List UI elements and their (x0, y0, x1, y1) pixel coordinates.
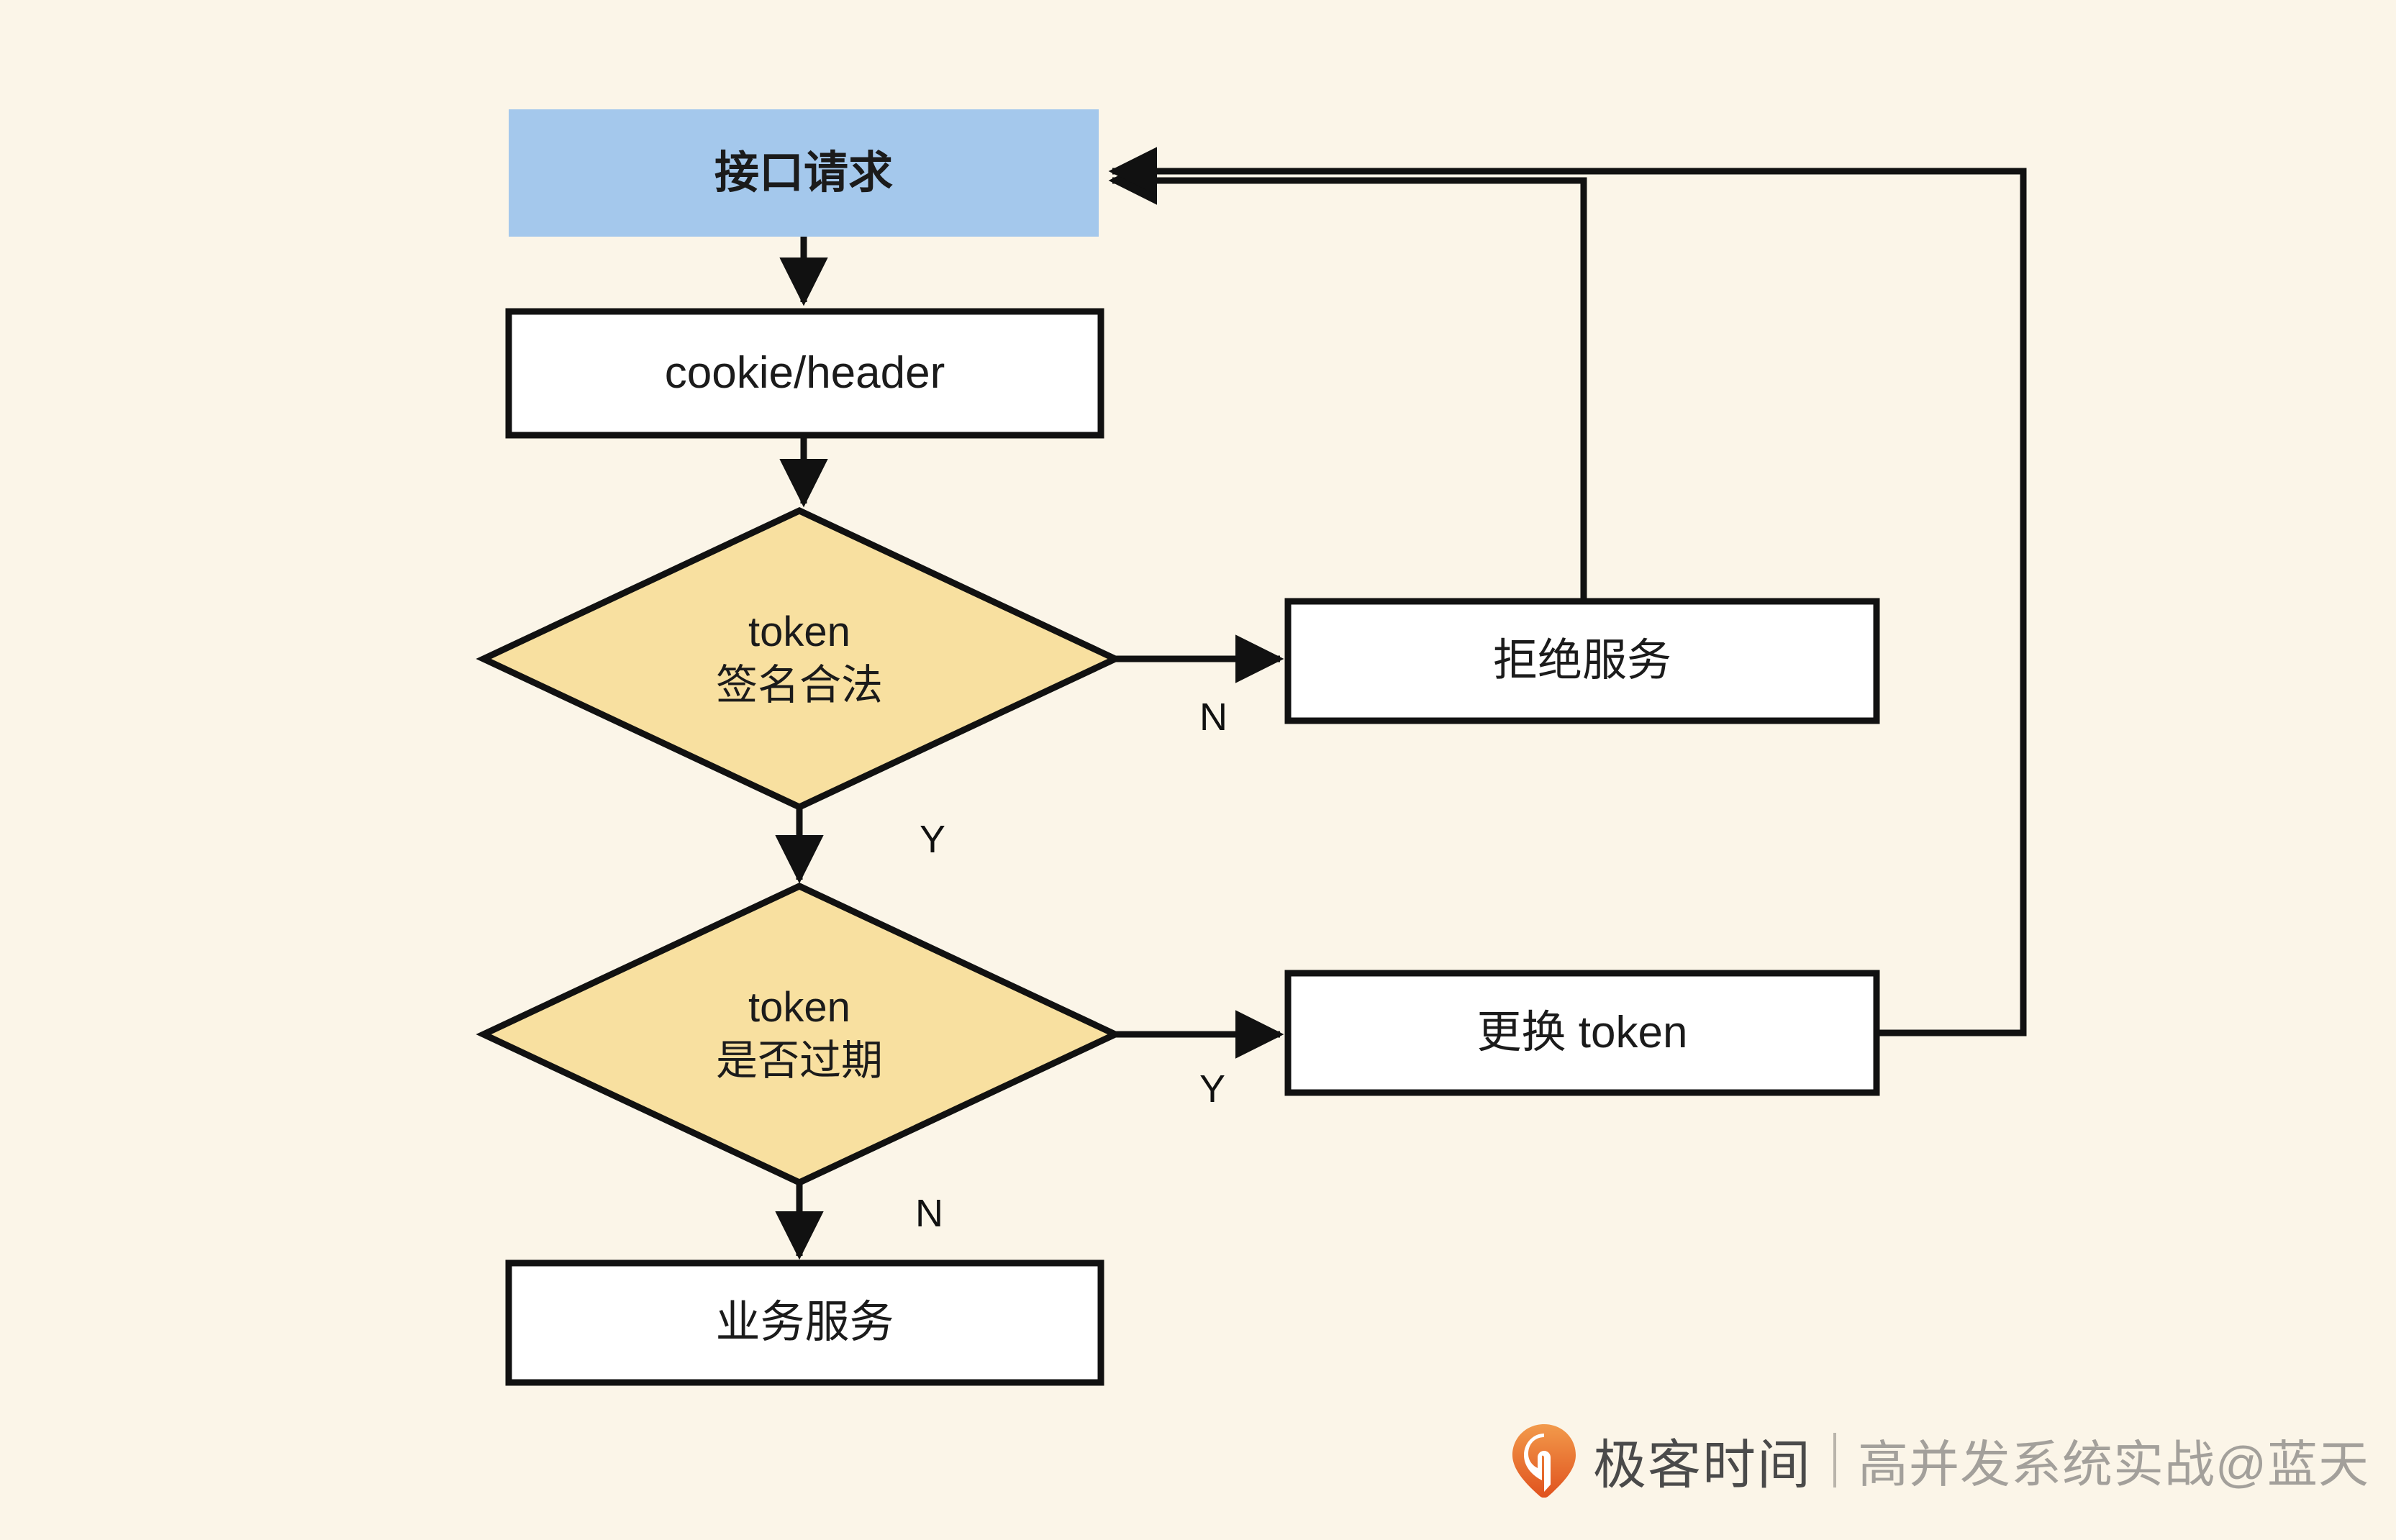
node-deny-service[interactable] (1284, 598, 1880, 724)
geekbang-logo-icon (1511, 1423, 1577, 1498)
edge-refresh-loop-to-request (1108, 147, 2027, 1036)
edge-label-expired-yes: Y (1199, 1067, 1226, 1111)
node-token-signature-valid[interactable] (476, 507, 1123, 811)
node-api-request[interactable] (509, 109, 1099, 237)
watermark-divider (1833, 1433, 1836, 1487)
node-cookie-header[interactable] (505, 308, 1104, 439)
node-business-service[interactable] (505, 1259, 1104, 1386)
watermark: 极客时间 高并发系统实战@蓝天 (1511, 1421, 2369, 1500)
edge-label-signature-no: N (1199, 696, 1228, 739)
node-refresh-token[interactable] (1284, 970, 1880, 1096)
watermark-brand: 极客时间 (1593, 1434, 1812, 1495)
edge-label-signature-yes: Y (920, 818, 946, 861)
edge-label-expired-no: N (915, 1192, 943, 1235)
edge-deny-loop-to-request (1108, 156, 1587, 601)
node-token-expired[interactable] (476, 883, 1123, 1186)
watermark-course: 高并发系统实战@蓝天 (1858, 1436, 2370, 1493)
